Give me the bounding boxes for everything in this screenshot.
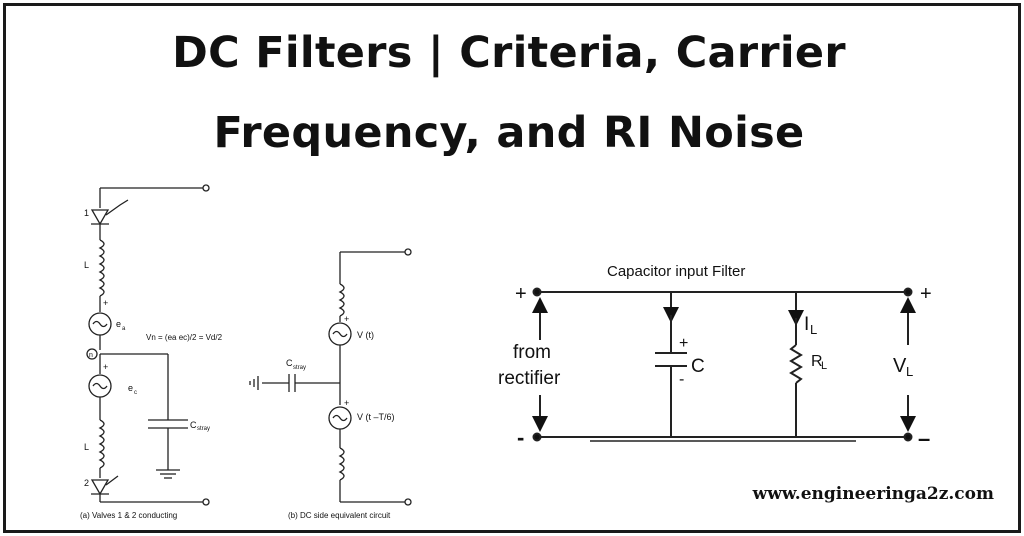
cstray-b-sub-label: stray bbox=[293, 365, 306, 371]
ec-sub-label: c bbox=[134, 390, 137, 396]
vt2-plus-label: + bbox=[344, 398, 349, 408]
thyristor-2-icon bbox=[90, 479, 110, 496]
valve-2-label: 2 bbox=[84, 478, 89, 488]
ec-plus-label: + bbox=[103, 362, 108, 372]
diagram-b bbox=[249, 248, 412, 506]
frame bbox=[3, 3, 1021, 533]
vt2-label: V (t –T/6) bbox=[357, 412, 395, 422]
resistor-icon bbox=[789, 344, 803, 384]
capacitor-plus: + bbox=[679, 335, 688, 352]
minus-left: - bbox=[517, 425, 524, 450]
cstray-b-label: C bbox=[286, 358, 293, 368]
website-label: www.engineeringa2z.com bbox=[752, 484, 994, 504]
rectifier-label: rectifier bbox=[498, 368, 561, 389]
diagram-c bbox=[532, 287, 916, 442]
resistor-label: R bbox=[811, 353, 823, 370]
diagram-a-labels: 1 L + e a n + e c L C stray 2 Vn = (ea e… bbox=[80, 208, 223, 520]
page-title-line2: Frequency, and RI Noise bbox=[213, 108, 805, 158]
valve-1-label: 1 bbox=[84, 208, 89, 218]
cstray-a-label: C bbox=[190, 420, 197, 430]
current-label: I bbox=[804, 314, 809, 335]
inductor-top-label: L bbox=[84, 260, 89, 270]
page-title-line1: DC Filters | Criteria, Carrier bbox=[172, 28, 846, 78]
caption-a: (a) Valves 1 & 2 conducting bbox=[80, 511, 177, 520]
vt-plus-label: + bbox=[344, 314, 349, 324]
capacitor-label: C bbox=[691, 356, 705, 377]
ea-sub-label: a bbox=[122, 326, 126, 332]
diagram-a bbox=[86, 184, 210, 506]
from-label: from bbox=[513, 342, 551, 363]
inductor-bottom-label: L bbox=[84, 442, 89, 452]
diagram-c-labels: Capacitor input Filter + - + – from rect… bbox=[498, 263, 932, 451]
filter-title: Capacitor input Filter bbox=[607, 263, 745, 280]
current-sub-label: L bbox=[810, 322, 817, 337]
node-n-label: n bbox=[89, 352, 93, 359]
caption-b: (b) DC side equivalent circuit bbox=[288, 511, 391, 520]
inductor-b-bottom-icon bbox=[338, 447, 345, 481]
diagram-b-labels: + V (t) + V (t –T/6) C stray (b) DC side… bbox=[286, 314, 395, 520]
inductor-top-icon bbox=[98, 239, 105, 297]
thyristor-1-icon bbox=[90, 209, 110, 226]
vout-sub-label: L bbox=[906, 364, 913, 379]
inductor-bottom-icon bbox=[98, 419, 105, 469]
vt-label: V (t) bbox=[357, 330, 374, 340]
vout-label: V bbox=[893, 355, 907, 377]
resistor-sub-label: L bbox=[821, 360, 827, 372]
capacitor-minus: - bbox=[679, 371, 684, 388]
ea-label: e bbox=[116, 319, 121, 329]
plus-left: + bbox=[515, 283, 527, 305]
plus-right: + bbox=[920, 283, 932, 305]
ec-label: e bbox=[128, 383, 133, 393]
inductor-b-top-icon bbox=[338, 283, 345, 317]
minus-right: – bbox=[918, 426, 930, 451]
cstray-a-sub-label: stray bbox=[197, 426, 210, 432]
ea-plus-label: + bbox=[103, 298, 108, 308]
equation-label: Vn = (ea ec)/2 = Vd/2 bbox=[146, 333, 223, 342]
